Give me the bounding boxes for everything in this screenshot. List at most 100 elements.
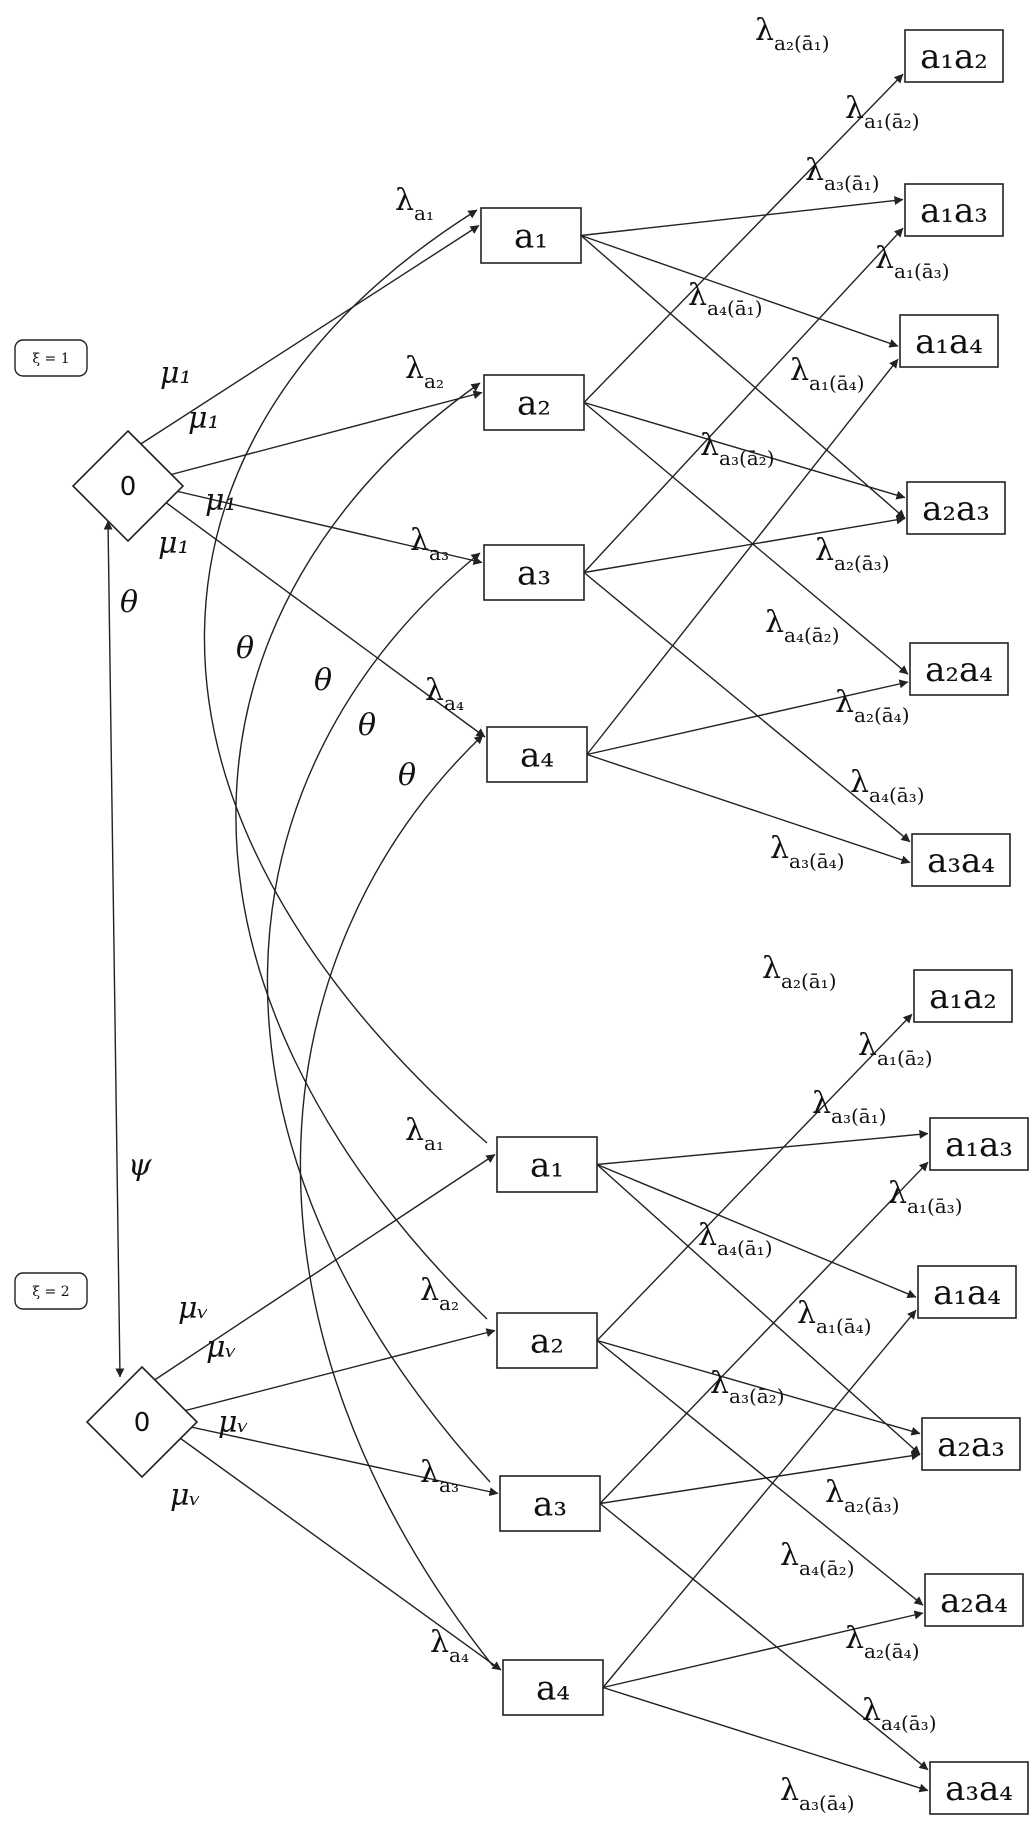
single-rate-label: λa₃ bbox=[410, 523, 449, 565]
rate-edge-single-to-pair bbox=[596, 1339, 921, 1436]
rate-edge-single-to-pair bbox=[583, 571, 911, 843]
rate-edge-single-to-pair bbox=[583, 73, 904, 403]
pair-rate-label: λa₁(ā₄) bbox=[790, 353, 865, 395]
single-rate-label: λa₂ bbox=[405, 351, 444, 393]
single-rate-label: λa₄ bbox=[430, 1625, 469, 1667]
rate-edge-single-to-pair bbox=[586, 358, 899, 755]
pair-state-label: a₁a₄ bbox=[915, 322, 983, 362]
return-rate-label: μ₁ bbox=[158, 526, 190, 561]
pair-state-label: a₁a₄ bbox=[933, 1273, 1001, 1313]
return-rate-label: μᵥ bbox=[206, 1330, 237, 1365]
single-state-node: a₂ bbox=[496, 1312, 598, 1369]
single-state-node: a₄ bbox=[502, 1659, 604, 1716]
return-rate-label: μ₁ bbox=[188, 401, 220, 436]
single-state-label: a₂ bbox=[530, 1322, 564, 1362]
origin-state-node: 0 bbox=[71, 429, 185, 543]
return-rate-label: μᵥ bbox=[170, 1478, 201, 1513]
rate-edge-single-to-pair bbox=[602, 1610, 924, 1689]
pair-state-node: a₁a₄ bbox=[899, 314, 999, 368]
single-state-node: a₂ bbox=[483, 374, 585, 431]
single-state-node: a₁ bbox=[480, 207, 582, 264]
single-state-label: a₄ bbox=[536, 1669, 570, 1709]
pair-state-node: a₃a₄ bbox=[911, 833, 1011, 887]
rate-edge-single-to-pair bbox=[602, 1686, 929, 1793]
theta-switch-edge bbox=[299, 734, 494, 1667]
rate-edge-origin-to-single bbox=[157, 390, 483, 481]
single-state-label: a₃ bbox=[533, 1485, 567, 1525]
rate-edge-origin-to-single bbox=[146, 1153, 496, 1386]
rate-edge-single-to-pair bbox=[583, 401, 906, 500]
regime-tag: ξ = 1 bbox=[14, 339, 88, 377]
pair-rate-label: λa₃(ā₄) bbox=[770, 831, 845, 873]
pair-state-node: a₁a₃ bbox=[929, 1117, 1029, 1171]
single-state-label: a₂ bbox=[517, 384, 551, 424]
rate-edge-single-to-pair bbox=[596, 1163, 921, 1455]
pair-rate-label: λa₁(ā₂) bbox=[858, 1028, 933, 1070]
regime-tag-label: ξ = 1 bbox=[32, 351, 69, 367]
pair-rate-label: λa₄(ā₂) bbox=[780, 1538, 855, 1580]
single-rate-label: λa₁ bbox=[405, 1113, 444, 1155]
pair-rate-label: λa₄(ā₁) bbox=[688, 278, 763, 320]
pair-state-node: a₂a₃ bbox=[906, 481, 1006, 535]
pair-rate-label: λa₄(ā₂) bbox=[765, 605, 840, 647]
rate-edge-single-to-pair bbox=[596, 1129, 929, 1166]
rate-edge-single-to-pair bbox=[599, 1502, 929, 1771]
pair-rate-label: λa₃(ā₁) bbox=[812, 1086, 887, 1128]
pair-rate-label: λa₄(ā₃) bbox=[850, 765, 925, 807]
single-state-node: a₃ bbox=[483, 544, 585, 601]
pair-rate-label: λa₂(ā₄) bbox=[835, 685, 910, 727]
rate-edge-single-to-pair bbox=[599, 1451, 921, 1505]
single-state-label: a₁ bbox=[514, 217, 548, 257]
rate-edge-origin-to-single bbox=[136, 1406, 502, 1671]
rate-edge-single-to-pair bbox=[580, 234, 899, 348]
pair-rate-label: λa₃(ā₄) bbox=[780, 1773, 855, 1815]
pair-state-label: a₁a₃ bbox=[920, 191, 988, 231]
pair-rate-label: λa₄(ā₁) bbox=[698, 1218, 773, 1260]
return-rate-label: μᵥ bbox=[218, 1405, 249, 1440]
pair-state-node: a₂a₄ bbox=[909, 642, 1009, 696]
rate-edge-single-to-pair bbox=[596, 1163, 917, 1299]
rate-edge-single-to-pair bbox=[580, 234, 906, 519]
theta-label: θ bbox=[236, 631, 254, 666]
pair-rate-label: λa₃(ā₁) bbox=[805, 153, 880, 195]
pair-rate-label: λa₂(ā₄) bbox=[845, 1621, 920, 1663]
theta-switch-edge bbox=[266, 552, 491, 1483]
rate-edge-single-to-pair bbox=[586, 679, 909, 756]
pair-rate-label: λa₂(ā₁) bbox=[755, 13, 830, 55]
pair-state-node: a₁a₂ bbox=[904, 29, 1004, 83]
single-state-label: a₁ bbox=[530, 1146, 564, 1186]
pair-rate-label: λa₁(ā₃) bbox=[888, 1176, 963, 1218]
rate-edge-single-to-pair bbox=[583, 401, 909, 675]
pair-state-label: a₂a₄ bbox=[925, 650, 993, 690]
pair-state-label: a₁a₂ bbox=[929, 977, 997, 1017]
theta-label: θ bbox=[314, 663, 332, 698]
rate-edge-single-to-pair bbox=[580, 196, 904, 237]
rate-edge-single-to-pair bbox=[602, 1309, 917, 1688]
pair-state-label: a₂a₄ bbox=[940, 1581, 1008, 1621]
single-state-node: a₁ bbox=[496, 1136, 598, 1193]
single-state-label: a₃ bbox=[517, 554, 551, 594]
regime-tag-label: ξ = 2 bbox=[32, 1284, 69, 1300]
pair-state-node: a₁a₂ bbox=[913, 969, 1013, 1023]
pair-state-node: a₂a₃ bbox=[921, 1417, 1021, 1471]
pair-rate-label: λa₂(ā₃) bbox=[825, 1475, 900, 1517]
return-rate-label: μ₁ bbox=[205, 483, 237, 518]
pair-rate-label: λa₁(ā₃) bbox=[875, 241, 950, 283]
theta-label: θ bbox=[120, 585, 138, 620]
pair-state-label: a₃a₄ bbox=[945, 1769, 1013, 1809]
theta-switch-edge bbox=[235, 382, 488, 1320]
origin-state-label: 0 bbox=[134, 1408, 151, 1438]
rate-edge-single-to-pair bbox=[586, 753, 911, 865]
single-state-label: a₄ bbox=[520, 736, 554, 776]
pair-state-label: a₃a₄ bbox=[927, 841, 995, 881]
single-rate-label: λa₂ bbox=[420, 1273, 459, 1315]
single-rate-label: λa₄ bbox=[425, 673, 464, 715]
pair-state-label: a₁a₂ bbox=[920, 37, 988, 77]
rate-edge-single-to-pair bbox=[596, 1339, 924, 1606]
rate-edge-single-to-pair bbox=[596, 1013, 913, 1341]
single-state-node: a₃ bbox=[499, 1475, 601, 1532]
theta-switch-edge bbox=[203, 209, 488, 1144]
psi-edge bbox=[103, 520, 125, 1378]
pair-rate-label: λa₂(ā₃) bbox=[815, 533, 890, 575]
